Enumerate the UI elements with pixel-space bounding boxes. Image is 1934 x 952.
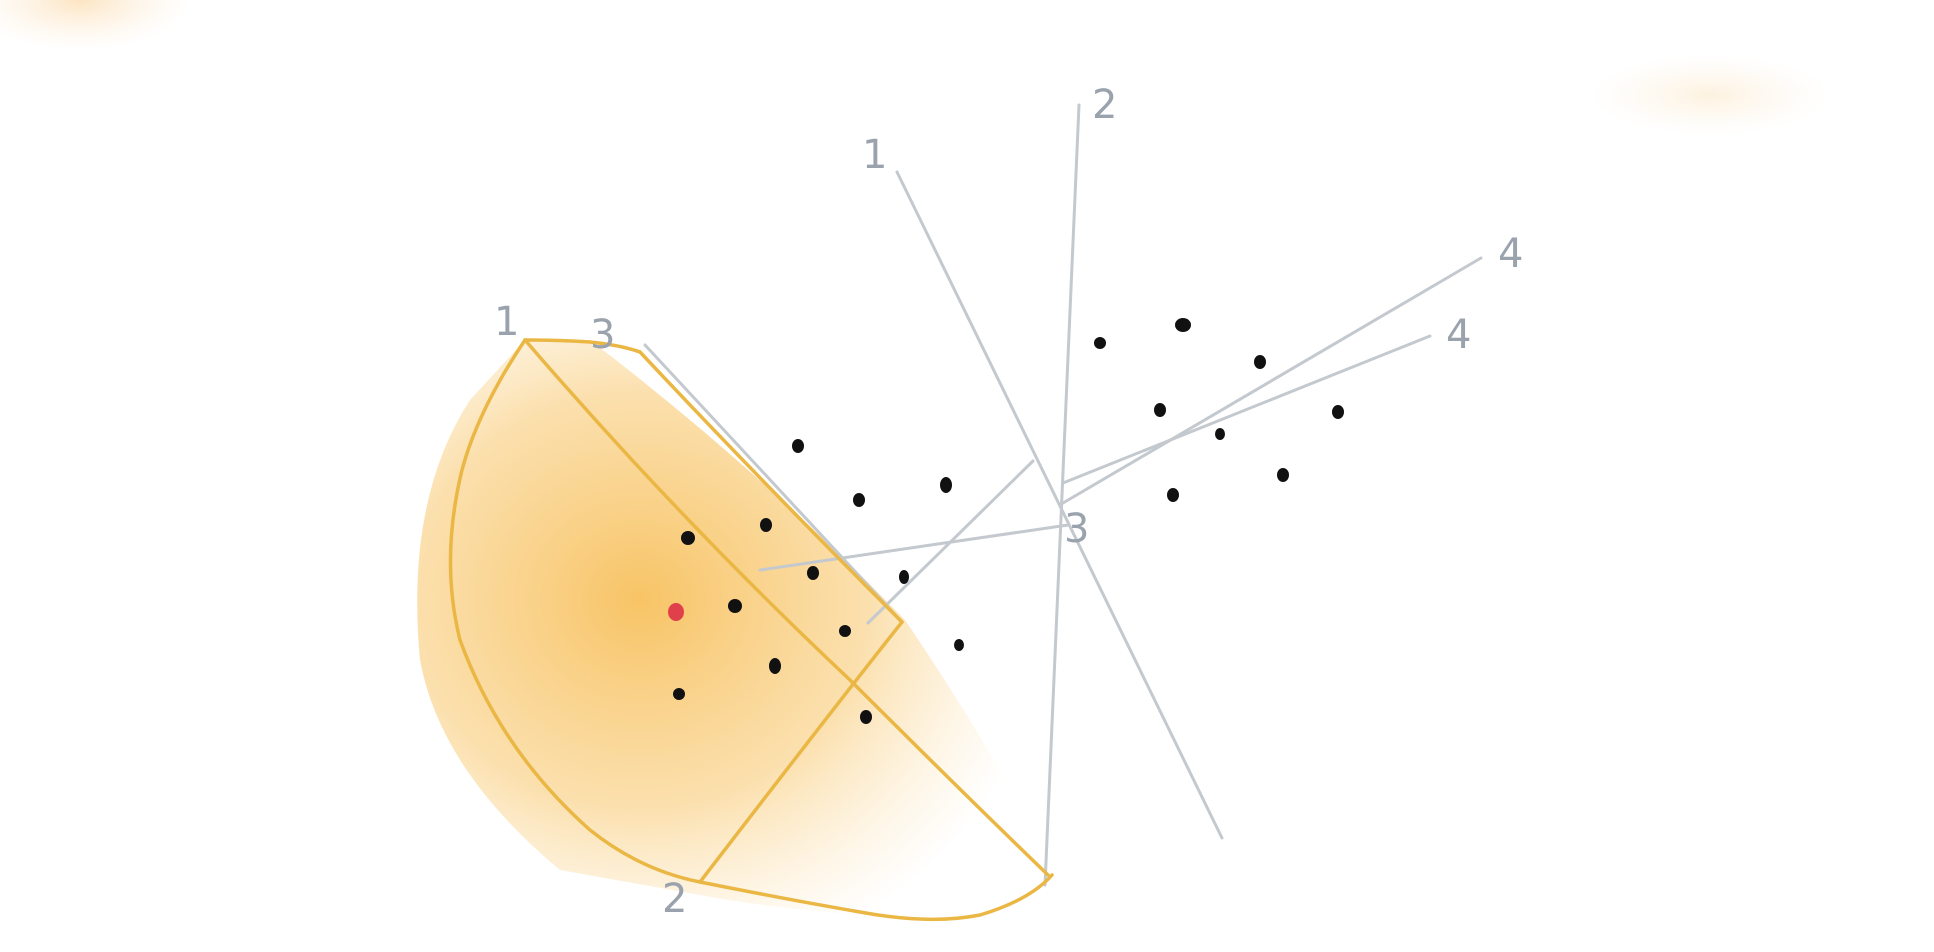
data-point (1254, 355, 1266, 369)
data-point (1167, 488, 1179, 502)
data-point (769, 658, 781, 674)
data-point (1215, 428, 1225, 440)
top-edge-outline (523, 338, 642, 354)
label-line-4-upper: 4 (1498, 231, 1523, 277)
line-to-center (866, 459, 1035, 625)
line-2-segment-outline (698, 620, 904, 884)
corner-glow-top-right (1590, 55, 1830, 135)
data-point (760, 518, 772, 532)
data-point (1154, 403, 1166, 417)
label-line-3-left: 3 (590, 312, 615, 358)
label-line-2-bottom: 2 (662, 876, 687, 922)
data-point (792, 439, 804, 453)
data-point (954, 639, 964, 651)
label-center-vertex: 3 (1064, 506, 1089, 552)
line-1 (895, 170, 1224, 840)
data-point (1277, 468, 1289, 482)
data-point (807, 566, 819, 580)
line-1-segment-outline (523, 338, 1050, 877)
data-point (1332, 405, 1344, 419)
data-points (673, 318, 1344, 724)
data-point (673, 688, 685, 700)
line-3-segment-outline (638, 350, 904, 624)
outer-arc-outline (448, 338, 1054, 922)
data-point (853, 493, 865, 507)
line-4-upper (1061, 256, 1483, 505)
corner-glow-top-left (0, 0, 190, 50)
data-point (1094, 337, 1106, 349)
data-point (681, 531, 695, 545)
data-point (940, 477, 952, 493)
data-point (899, 570, 909, 584)
data-point (728, 599, 742, 613)
label-line-1-top: 1 (862, 132, 887, 178)
data-point (860, 710, 872, 724)
data-point (839, 625, 851, 637)
highlighted-cell-glow (417, 340, 1052, 919)
label-line-2-top: 2 (1092, 82, 1117, 128)
line-3-branch (758, 523, 1070, 572)
highlighted-cell-outline (448, 338, 1054, 922)
partition-lines (643, 103, 1483, 887)
highlighted-point (668, 603, 684, 621)
line-4-lower (1061, 334, 1432, 485)
label-line-4-lower: 4 (1446, 312, 1471, 358)
label-line-1-left: 1 (494, 299, 519, 345)
line-3-left (643, 343, 904, 624)
data-point (1175, 318, 1191, 332)
